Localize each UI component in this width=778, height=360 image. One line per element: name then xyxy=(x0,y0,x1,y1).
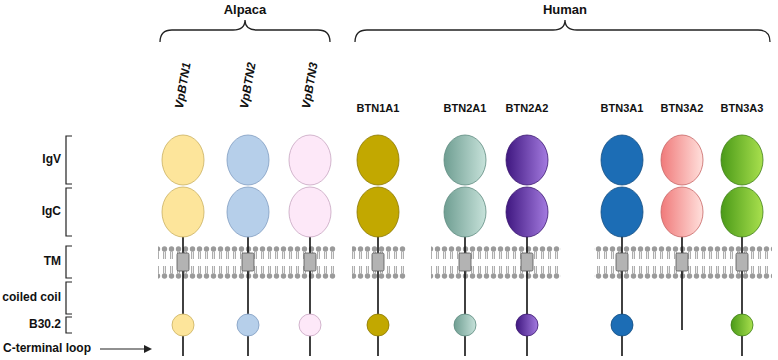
transmembrane-box xyxy=(177,253,748,271)
protein-name: BTN3A2 xyxy=(661,102,704,114)
illustration-part xyxy=(289,187,331,237)
protein-name: BTN3A1 xyxy=(601,102,644,114)
illustration-part xyxy=(357,135,399,185)
illustration-part xyxy=(616,253,628,271)
illustration-part xyxy=(372,253,384,271)
illustration-part xyxy=(367,314,389,336)
btn2a2-domains xyxy=(506,135,548,336)
btn3a3-domains xyxy=(721,135,763,336)
illustration-part xyxy=(66,282,72,314)
illustration-part xyxy=(162,135,204,185)
illustration-part xyxy=(506,135,548,185)
illustration-part xyxy=(162,187,204,237)
illustration-part xyxy=(516,314,538,336)
illustration-part xyxy=(444,135,486,185)
illustration-part xyxy=(66,246,72,278)
group-title: Human xyxy=(543,3,587,17)
domain-label: IgC xyxy=(42,205,61,218)
vpbtn2-domains xyxy=(227,135,269,336)
illustration-part xyxy=(721,135,763,185)
btn2a1-domains xyxy=(444,135,486,336)
domain-label: B30.2 xyxy=(29,318,61,331)
illustration-part xyxy=(227,135,269,185)
btn3a1-domains xyxy=(601,135,643,336)
illustration-part xyxy=(357,187,399,237)
btn1a1-domains xyxy=(357,135,399,336)
illustration-part xyxy=(172,314,194,336)
illustration-part xyxy=(611,314,633,336)
protein-name: BTN2A2 xyxy=(506,102,549,114)
illustration-part xyxy=(66,188,72,236)
illustration-part xyxy=(736,253,748,271)
illustration-part xyxy=(144,345,152,353)
group-title: Alpaca xyxy=(224,3,267,17)
group-brace xyxy=(160,20,770,42)
illustration-part xyxy=(299,314,321,336)
protein-name: BTN2A1 xyxy=(444,102,487,114)
illustration-part xyxy=(661,135,703,185)
illustration-part xyxy=(177,253,189,271)
illustration-part xyxy=(721,187,763,237)
illustration-part xyxy=(731,314,753,336)
illustration-part xyxy=(521,253,533,271)
illustration-part xyxy=(459,253,471,271)
row-bracket xyxy=(66,136,72,333)
protein-name: BTN1A1 xyxy=(357,102,400,114)
illustration-part xyxy=(681,236,683,330)
illustration-part xyxy=(355,20,770,42)
illustration-part xyxy=(100,348,146,349)
illustration-part xyxy=(601,187,643,237)
illustration-part xyxy=(289,135,331,185)
domain-label: IgV xyxy=(42,153,61,166)
illustration-part xyxy=(506,187,548,237)
domain-label: TM xyxy=(44,255,61,268)
illustration-part xyxy=(66,136,72,184)
illustration-part xyxy=(661,187,703,237)
illustration-part xyxy=(242,253,254,271)
btn3a2-domains xyxy=(661,135,703,237)
protein-stem xyxy=(183,236,742,356)
illustration-part xyxy=(237,314,259,336)
illustration-part xyxy=(160,20,330,42)
illustration-part xyxy=(227,187,269,237)
illustration-part xyxy=(304,253,316,271)
illustration-part xyxy=(66,317,72,333)
vpbtn3-domains xyxy=(289,135,331,336)
illustration-part xyxy=(454,314,476,336)
illustration-part xyxy=(444,187,486,237)
vpbtn1-domains xyxy=(162,135,204,336)
illustration-part xyxy=(431,265,561,279)
illustration-part xyxy=(676,253,688,271)
domain-label: coiled coil xyxy=(2,291,61,304)
domain-label: C-terminal loop xyxy=(3,342,91,355)
protein-name: VpBTN2 xyxy=(237,62,258,110)
illustration-part xyxy=(431,246,561,260)
protein-name: VpBTN1 xyxy=(172,62,193,110)
protein-name: BTN3A3 xyxy=(721,102,764,114)
illustration-part xyxy=(601,135,643,185)
protein-name: VpBTN3 xyxy=(299,62,320,110)
pointer-arrow xyxy=(100,345,152,353)
